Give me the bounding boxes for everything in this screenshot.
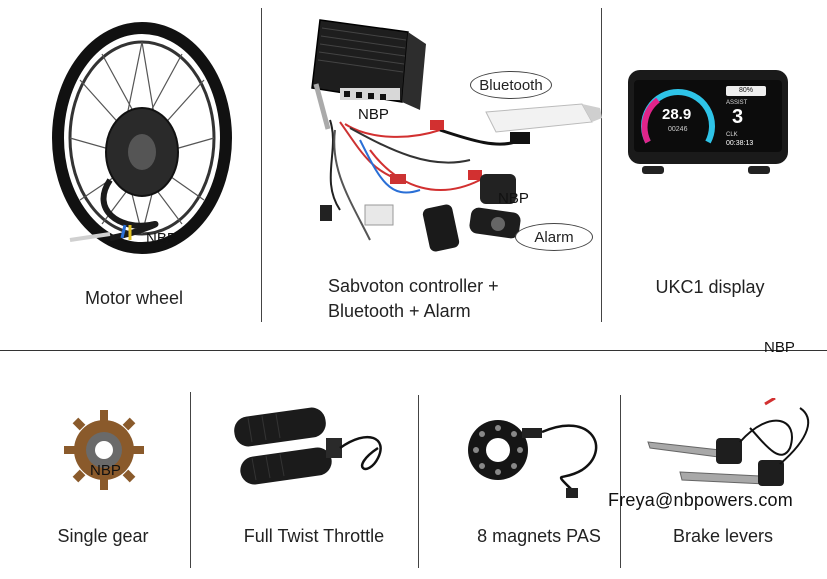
- ukc1-display-image: 28.9 00246 80% ASSIST 3 CLK 00:38:13: [628, 70, 788, 174]
- caption-controller-line2: Bluetooth + Alarm: [328, 301, 471, 321]
- divider-top-1: [261, 8, 262, 322]
- caption-throttle: Full Twist Throttle: [243, 526, 385, 546]
- divider-bottom-2: [418, 395, 419, 568]
- caption-single-gear: Single gear: [57, 526, 149, 546]
- caption-motor-wheel: Motor wheel: [84, 288, 184, 308]
- caption-brake: Brake levers: [672, 526, 774, 546]
- display-battery-value: 80%: [738, 87, 753, 94]
- display-assist-level: 3: [732, 106, 744, 128]
- watermark-motor: NBP: [146, 230, 177, 247]
- display-assist-label: ASSIST: [726, 100, 748, 106]
- divider-top-2: [601, 8, 602, 322]
- caption-pas: 8 magnets PAS: [477, 526, 601, 546]
- divider-horizontal: [0, 350, 827, 351]
- caption-display: UKC1 display: [655, 277, 765, 297]
- callout-bluetooth: Bluetooth: [470, 71, 552, 99]
- divider-bottom-1: [190, 392, 191, 568]
- pas-sensor-image: [468, 420, 598, 498]
- motor-wheel-image: [52, 22, 232, 254]
- watermark-controller: NBP: [358, 106, 389, 123]
- controller-image: [311, 19, 426, 130]
- display-speed: 28.9: [662, 106, 692, 123]
- divider-bottom-3: [620, 395, 621, 568]
- alarm-remote-image: [422, 174, 521, 252]
- watermark-gear: NBP: [90, 462, 121, 479]
- wiring-harness-image: [320, 119, 530, 241]
- single-gear-image: [64, 410, 144, 490]
- brake-levers-image: [647, 398, 810, 486]
- contact-email[interactable]: Freya@nbpowers.com: [608, 490, 793, 510]
- throttle-image: [234, 407, 382, 485]
- caption-controller-line1: Sabvoton controller +: [328, 276, 499, 296]
- watermark-alarm: NBP: [498, 190, 529, 207]
- watermark-right: NBP: [764, 339, 795, 356]
- display-odo: 00246: [668, 126, 688, 133]
- bluetooth-dongle-image: [485, 103, 602, 133]
- display-clock-label: CLK: [726, 132, 738, 138]
- callout-alarm: Alarm: [515, 223, 593, 251]
- display-battery: 80%: [726, 86, 766, 96]
- display-clock: 00:38:13: [726, 140, 754, 147]
